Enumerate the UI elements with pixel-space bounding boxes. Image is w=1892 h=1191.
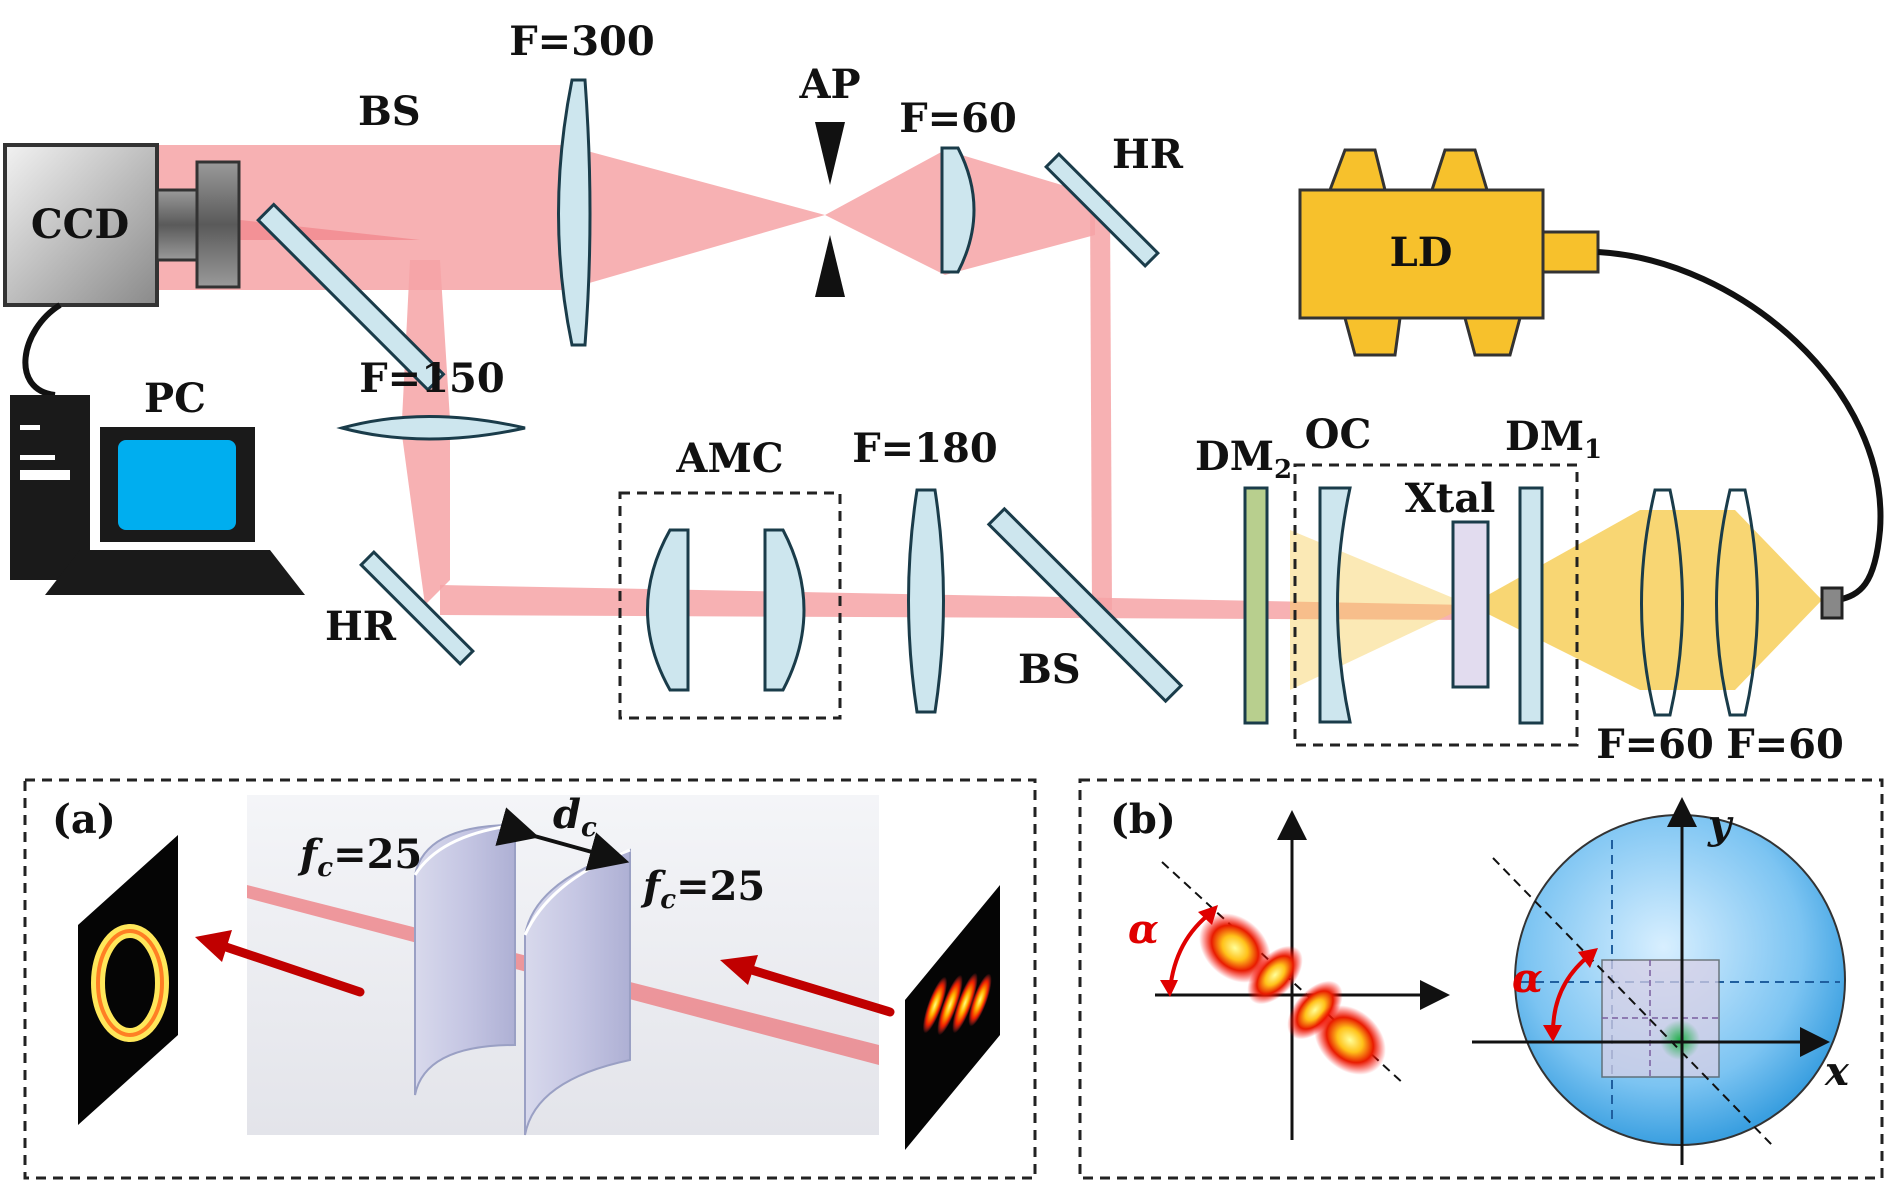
pump-beam <box>1290 510 1822 690</box>
ccd-cable <box>22 302 62 398</box>
beam-horizontal <box>440 585 1470 620</box>
f60-top-label: F=60 <box>899 95 1017 142</box>
dm1-label: DM1 <box>1505 413 1602 465</box>
beam-ccd-path <box>150 145 565 290</box>
right-diagonal <box>1492 857 1773 1146</box>
dc-label: dc <box>553 791 597 843</box>
bs-bottom-label: BS <box>1018 646 1081 693</box>
input-mode-screen <box>905 885 1000 1150</box>
mirror-hr-top: HR <box>1044 131 1184 268</box>
state-point <box>1660 1020 1700 1060</box>
pc-screen <box>118 440 236 530</box>
lens-f150: F=150 <box>336 355 526 441</box>
dichroic-mirror-2: DM2 <box>1195 433 1292 725</box>
ccd-camera: CCD <box>3 143 241 307</box>
alpha-right-label: α <box>1512 955 1543 1002</box>
pump-lenses: F=60 F=60 <box>1596 488 1844 768</box>
f150-label: F=150 <box>359 355 504 402</box>
beam-vertical-left-lower <box>402 435 450 605</box>
lens-f180: F=180 <box>852 425 998 714</box>
fiber-tip <box>1820 586 1844 620</box>
beam-diverging <box>825 150 945 275</box>
axis-x-label: x <box>1824 1048 1850 1095</box>
oc-label: OC <box>1305 411 1372 458</box>
axis-y-label: y <box>1707 801 1734 848</box>
input-arrow <box>740 963 895 1017</box>
ap-label: AP <box>798 61 860 108</box>
mirror-hr-bottom: HR <box>325 550 475 666</box>
pc: PC <box>10 375 305 595</box>
resonator: OC Xtal DM1 <box>1293 411 1602 747</box>
f300-label: F=300 <box>509 18 654 65</box>
beam-collimated <box>945 150 1095 275</box>
amc-label: AMC <box>675 435 783 482</box>
lens-f60-top: F=60 <box>899 95 1017 274</box>
alpha-left-label: α <box>1128 906 1159 953</box>
fc-right-label: fc=25 <box>640 863 765 915</box>
hr-bottom-label: HR <box>325 603 397 650</box>
panel-b-tag: (b) <box>1110 796 1176 843</box>
beam-vertical-right <box>1090 200 1112 610</box>
lens-f300: F=300 <box>509 18 655 347</box>
hr-top-label: HR <box>1112 131 1184 178</box>
dm2-label: DM2 <box>1195 433 1292 485</box>
output-mode-screen <box>78 835 178 1125</box>
beam-converging <box>565 145 825 290</box>
amc-module: AMC <box>618 435 842 720</box>
cylindrical-lens-left <box>413 823 516 1096</box>
beam-splitter-top: BS <box>256 88 446 392</box>
xtal-label: Xtal <box>1405 475 1496 522</box>
ld-label: LD <box>1390 229 1453 276</box>
fiber <box>1597 249 1884 603</box>
ccd-label: CCD <box>31 201 129 248</box>
crystal <box>1451 520 1490 689</box>
dc-arrow <box>495 807 630 871</box>
laser-beams <box>150 145 1470 620</box>
panel-a: (a) fc=25 dc <box>23 778 1037 1180</box>
f60-left-label: F=60 <box>1596 721 1714 768</box>
panel-b: (b) α α y x <box>1078 778 1884 1180</box>
f180-label: F=180 <box>852 425 997 472</box>
laser-diode: LD <box>1298 148 1600 357</box>
panel-a-tag: (a) <box>52 796 116 843</box>
dichroic-mirror-1 <box>1518 486 1544 725</box>
hg-mode-pattern <box>922 972 992 1036</box>
bs-top-label: BS <box>358 88 421 135</box>
beam-splitter-bottom: BS <box>986 506 1184 704</box>
output-coupler <box>1318 486 1352 724</box>
fc-left-label: fc=25 <box>297 831 422 883</box>
projection-square <box>1601 959 1720 1078</box>
hermite-gauss-lobes <box>1199 913 1386 1075</box>
aperture: AP <box>798 61 861 297</box>
f60-right-label: F=60 <box>1726 721 1844 768</box>
output-arrow <box>215 940 365 997</box>
pc-label: PC <box>144 375 206 422</box>
